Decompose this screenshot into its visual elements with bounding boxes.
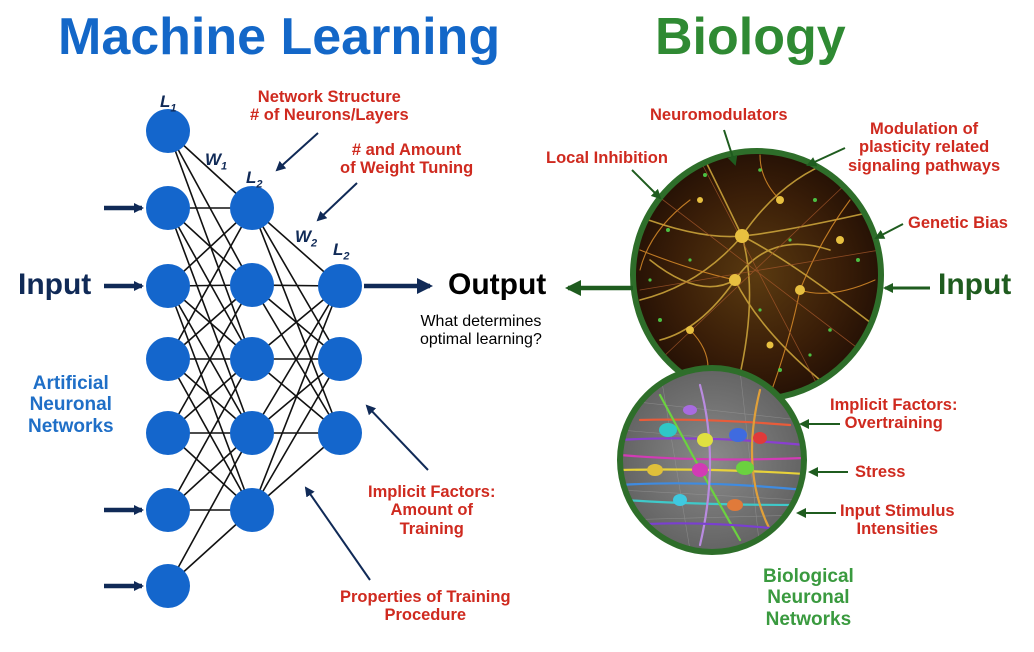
local-inhibition-annotation: Local Inhibition (546, 149, 668, 167)
network-nodes (146, 109, 362, 608)
output-label: Output (448, 268, 547, 301)
input-label-left: Input (18, 268, 92, 301)
connection-l1-l2 (167, 432, 253, 587)
connection-l2-l3 (251, 285, 341, 434)
layer-2-label: L2 (246, 168, 263, 191)
weight-tuning-arrow (316, 182, 358, 222)
neuron-micrograph (630, 148, 884, 402)
neuromodulators-annotation: Neuromodulators (650, 106, 788, 124)
network-structure-arrow (275, 132, 319, 172)
input-label-right: Input (938, 268, 1012, 301)
machine-learning-title: Machine Learning (58, 8, 501, 66)
hidden-layer-node (230, 488, 274, 532)
local-inhibition-arrow (631, 169, 662, 200)
layer-1-label: L1 (160, 92, 177, 115)
genetic-bias-arrow (874, 223, 904, 239)
biological-networks-label: Biological Neuronal Networks (763, 566, 854, 630)
input-layer-node (146, 564, 190, 608)
artificial-networks-label: Artificial Neuronal Networks (28, 373, 114, 437)
connection-l1-l2 (167, 285, 253, 511)
output-layer-node (318, 337, 362, 381)
hidden-layer-node (230, 263, 274, 307)
connection-l1-l2 (167, 130, 253, 360)
weight-2-label: W2 (295, 227, 318, 250)
connection-l2-l3 (251, 207, 341, 434)
input-layer-node (146, 109, 190, 153)
bio-annotation-arrows (631, 129, 904, 518)
connection-l1-l2 (167, 207, 253, 434)
layer-3-label: L2 (333, 240, 350, 263)
connection-l2-l3 (251, 285, 341, 511)
training-procedure-arrow (304, 486, 371, 581)
modulation-arrow (806, 147, 846, 167)
input-layer-node (146, 337, 190, 381)
ml-annotation-arrows (275, 132, 429, 581)
stress-annotation: Stress (855, 463, 906, 481)
hidden-layer-node (230, 186, 274, 230)
hidden-layer-node (230, 337, 274, 381)
output-layer-node (318, 411, 362, 455)
network-structure-annotation: Network Structure # of Neurons/Layers (250, 88, 409, 125)
connection-l2-l3 (251, 207, 341, 360)
input-layer-node (146, 186, 190, 230)
biology-title: Biology (655, 8, 846, 66)
overtraining-annotation: Implicit Factors: Overtraining (830, 396, 958, 433)
weight-1-label: W1 (205, 150, 228, 173)
output-layer-node (318, 264, 362, 308)
connection-l1-l2 (167, 358, 253, 511)
neuron-reconstruction (617, 365, 807, 555)
input-layer-node (146, 411, 190, 455)
connection-l2-l3 (251, 358, 341, 511)
hidden-layer-node (230, 411, 274, 455)
connection-l1-l2 (167, 284, 253, 434)
input-layer-node (146, 488, 190, 532)
weight-tuning-annotation: # and Amount of Weight Tuning (340, 141, 474, 178)
implicit-factors-annotation: Implicit Factors: Amount of Training (368, 483, 496, 538)
modulation-annotation: Modulation of plasticity related signali… (848, 120, 1001, 175)
connection-l1-l2 (167, 207, 253, 360)
question-text: What determines optimal learning? (420, 313, 542, 348)
training-procedure-annotation: Properties of Training Procedure (340, 588, 511, 625)
neuromodulators-arrow (723, 129, 738, 166)
genetic-bias-annotation: Genetic Bias (908, 214, 1008, 232)
input-stimulus-annotation: Input Stimulus Intensities (840, 502, 955, 539)
input-layer-node (146, 264, 190, 308)
implicit-factors-arrow (365, 404, 429, 471)
ml-input-arrows (104, 203, 144, 591)
